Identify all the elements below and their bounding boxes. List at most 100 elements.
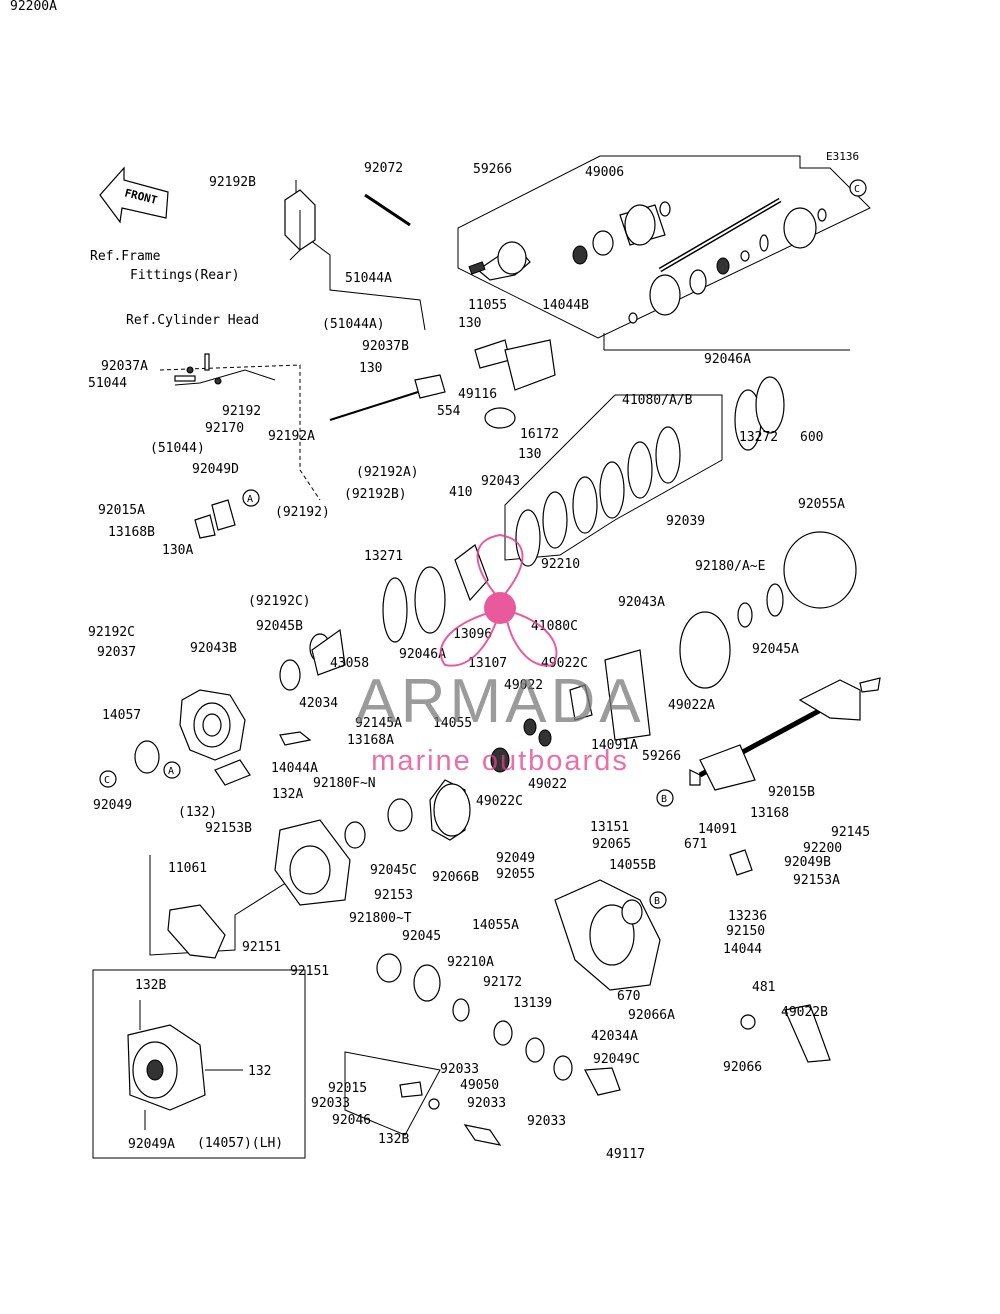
front-arrow-icon: FRONT xyxy=(99,166,169,224)
part-label: 49022 xyxy=(528,777,567,792)
part-label: 92153A xyxy=(793,873,840,888)
inset-box: (14057)(LH) xyxy=(92,969,306,1159)
part-label: 92153 xyxy=(374,888,413,903)
part-label: 600 xyxy=(800,430,823,445)
part-label: 49022 xyxy=(504,678,543,693)
drive-shaft-group-top: C xyxy=(457,155,871,351)
part-label: 92037 xyxy=(97,645,136,660)
case-cover-group xyxy=(149,798,413,959)
part-label: 13168A xyxy=(347,733,394,748)
part-label: 92015 xyxy=(328,1081,367,1096)
part-label: 92065 xyxy=(592,837,631,852)
part-label: 49006 xyxy=(585,165,624,180)
part-label: 92172 xyxy=(483,975,522,990)
part-label: (92192) xyxy=(275,505,330,520)
part-label: 92046 xyxy=(332,1113,371,1128)
part-label: 14057 xyxy=(102,708,141,723)
part-label: 132B xyxy=(135,978,166,993)
part-label: 130A xyxy=(162,543,193,558)
part-label: 92210 xyxy=(541,557,580,572)
part-label: 49022B xyxy=(781,1005,828,1020)
part-label: 14044A xyxy=(271,761,318,776)
part-label: 41080/A/B xyxy=(622,393,693,408)
part-label: 11061 xyxy=(168,861,207,876)
part-label: 92145A xyxy=(355,716,402,731)
part-label: (132) xyxy=(178,805,217,820)
part-label: 13236 xyxy=(728,909,767,924)
part-label: 92043 xyxy=(481,474,520,489)
part-label: 92192C xyxy=(88,625,135,640)
part-label: 92033 xyxy=(440,1062,479,1077)
part-label: 921800~T xyxy=(349,911,412,926)
part-label: 16172 xyxy=(520,427,559,442)
part-label: 92192A xyxy=(268,429,315,444)
part-label: 49022C xyxy=(476,794,523,809)
part-label: 670 xyxy=(617,989,640,1004)
part-label: 92200A xyxy=(10,0,57,14)
part-label: 14055A xyxy=(472,918,519,933)
part-label: 92033 xyxy=(467,1096,506,1111)
part-label: 13107 xyxy=(468,656,507,671)
callout-b-right: B xyxy=(661,794,667,805)
part-label: 59266 xyxy=(473,162,512,177)
ref-cylinder-head-label: Ref.Cylinder Head xyxy=(126,313,259,328)
part-label: 92150 xyxy=(726,924,765,939)
clutch-pack-group xyxy=(279,376,785,691)
part-label: 92151 xyxy=(290,964,329,979)
callout-a-left: A xyxy=(168,766,174,777)
ref-frame-label: Ref.Frame xyxy=(90,249,161,264)
part-label: 14091 xyxy=(698,822,737,837)
part-label: 92200 xyxy=(803,841,842,856)
part-label: 14044 xyxy=(723,942,762,957)
part-label: 14091A xyxy=(591,738,638,753)
part-label: 92055 xyxy=(496,867,535,882)
part-label: 92066A xyxy=(628,1008,675,1023)
part-label: 13168B xyxy=(108,525,155,540)
part-label: 92049 xyxy=(93,798,132,813)
breather-hose-group xyxy=(159,180,556,539)
part-label: 92043A xyxy=(618,595,665,610)
part-label: 92046A xyxy=(704,352,751,367)
part-label: 51044A xyxy=(345,271,392,286)
part-label: 130 xyxy=(359,361,382,376)
part-label: 13096 xyxy=(453,627,492,642)
part-label: 41080C xyxy=(531,619,578,634)
part-label: 92055A xyxy=(798,497,845,512)
part-label: 92049C xyxy=(593,1052,640,1067)
drive-shaft-group-right: B xyxy=(656,677,881,807)
part-label: 92037A xyxy=(101,359,148,374)
part-label: 14055B xyxy=(609,858,656,873)
part-label: 671 xyxy=(684,837,707,852)
part-label: 49050 xyxy=(460,1078,499,1093)
part-label: 92151 xyxy=(242,940,281,955)
part-label: 92043B xyxy=(190,641,237,656)
yoke-group xyxy=(344,1051,502,1146)
part-label: 92049B xyxy=(784,855,831,870)
diagram-code: E3136 xyxy=(826,150,859,163)
part-label: 92145 xyxy=(831,825,870,840)
part-label: 13271 xyxy=(364,549,403,564)
part-label: 481 xyxy=(752,980,775,995)
part-label: 42034A xyxy=(591,1029,638,1044)
part-label: 92180F~N xyxy=(313,776,376,791)
part-label: 49022C xyxy=(541,656,588,671)
part-label: 13151 xyxy=(590,820,629,835)
part-label: (92192B) xyxy=(344,487,407,502)
part-label: 92049D xyxy=(192,462,239,477)
part-label: 92039 xyxy=(666,514,705,529)
part-label: 13168 xyxy=(750,806,789,821)
part-label: 59266 xyxy=(642,749,681,764)
part-label: 92192B xyxy=(209,175,256,190)
part-label: 13139 xyxy=(513,996,552,1011)
part-label: 92192 xyxy=(222,404,261,419)
part-label: 92066 xyxy=(723,1060,762,1075)
part-label: 92072 xyxy=(364,161,403,176)
part-label: 42034 xyxy=(299,696,338,711)
part-label: 49116 xyxy=(458,387,497,402)
part-label: 51044 xyxy=(88,376,127,391)
right-housing-group: B xyxy=(376,849,831,1096)
part-label: 11055 xyxy=(468,298,507,313)
part-label: 92049 xyxy=(496,851,535,866)
